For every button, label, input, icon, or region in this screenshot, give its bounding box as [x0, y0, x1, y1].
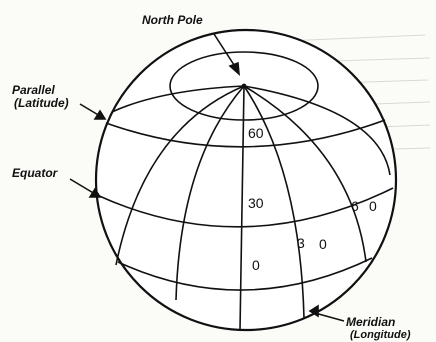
- meridian-label: Meridian: [346, 315, 396, 329]
- lat-30-label: 30: [248, 195, 264, 211]
- label-arrows: [69, 33, 345, 322]
- lon-30-digit-a: 3: [297, 235, 305, 251]
- lon-60-digit-a: 6: [351, 198, 359, 214]
- parallels: [96, 119, 394, 291]
- longitude-label: (Longitude): [350, 329, 411, 341]
- north-pole-label: North Pole: [142, 13, 203, 27]
- equator-label: Equator: [12, 166, 58, 180]
- lon-30-digit-b: 0: [319, 236, 327, 252]
- lon-60-digit-b: 0: [369, 198, 377, 214]
- globe-outline: [94, 28, 398, 332]
- lat-0-label: 0: [252, 257, 260, 273]
- parallel-label: Parallel: [12, 83, 55, 97]
- latitude-label: (Latitude): [14, 96, 69, 110]
- north-pole-point: [241, 83, 247, 89]
- meridians: [111, 85, 391, 331]
- lat-60-label: 60: [248, 125, 264, 141]
